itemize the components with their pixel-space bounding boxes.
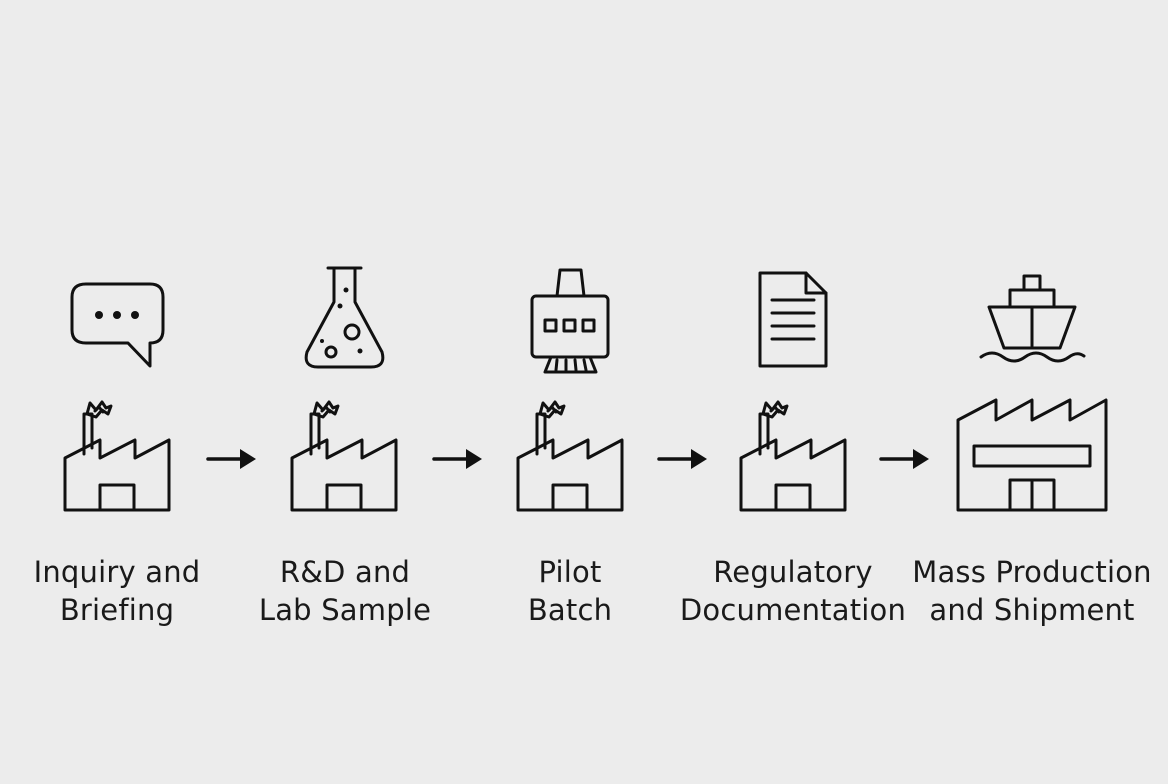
factory-icon (63, 400, 171, 512)
step-label-line: Briefing (59, 593, 175, 627)
step-label-pilot: Pilot Batch (450, 553, 690, 629)
arrow-right-icon (657, 447, 709, 471)
step-label-line: Regulatory (713, 555, 873, 589)
large-factory-icon (956, 398, 1108, 512)
step-label-line: Documentation (679, 593, 907, 627)
step-label-regulatory: Regulatory Documentation (673, 553, 913, 629)
factory-icon (739, 400, 847, 512)
step-label-mass: Mass Production and Shipment (912, 553, 1152, 629)
ship-icon (979, 274, 1086, 363)
factory-icon (516, 400, 624, 512)
step-label-line: and Shipment (929, 593, 1135, 627)
step-label-line: Batch (527, 593, 613, 627)
document-icon (758, 271, 828, 368)
speech-bubble-icon (70, 282, 165, 368)
step-label-rnd: R&D and Lab Sample (225, 553, 465, 629)
step-label-line: Mass Production (912, 555, 1152, 589)
factory-icon (290, 400, 398, 512)
step-label-line: Pilot (538, 555, 602, 589)
step-label-inquiry: Inquiry and Briefing (0, 553, 237, 629)
arrow-right-icon (879, 447, 931, 471)
arrow-right-icon (206, 447, 258, 471)
flask-icon (304, 266, 385, 369)
step-label-line: Lab Sample (258, 593, 432, 627)
step-label-line: Inquiry and (33, 555, 201, 589)
machine-icon (530, 268, 610, 374)
step-label-line: R&D and (279, 555, 411, 589)
arrow-right-icon (432, 447, 484, 471)
